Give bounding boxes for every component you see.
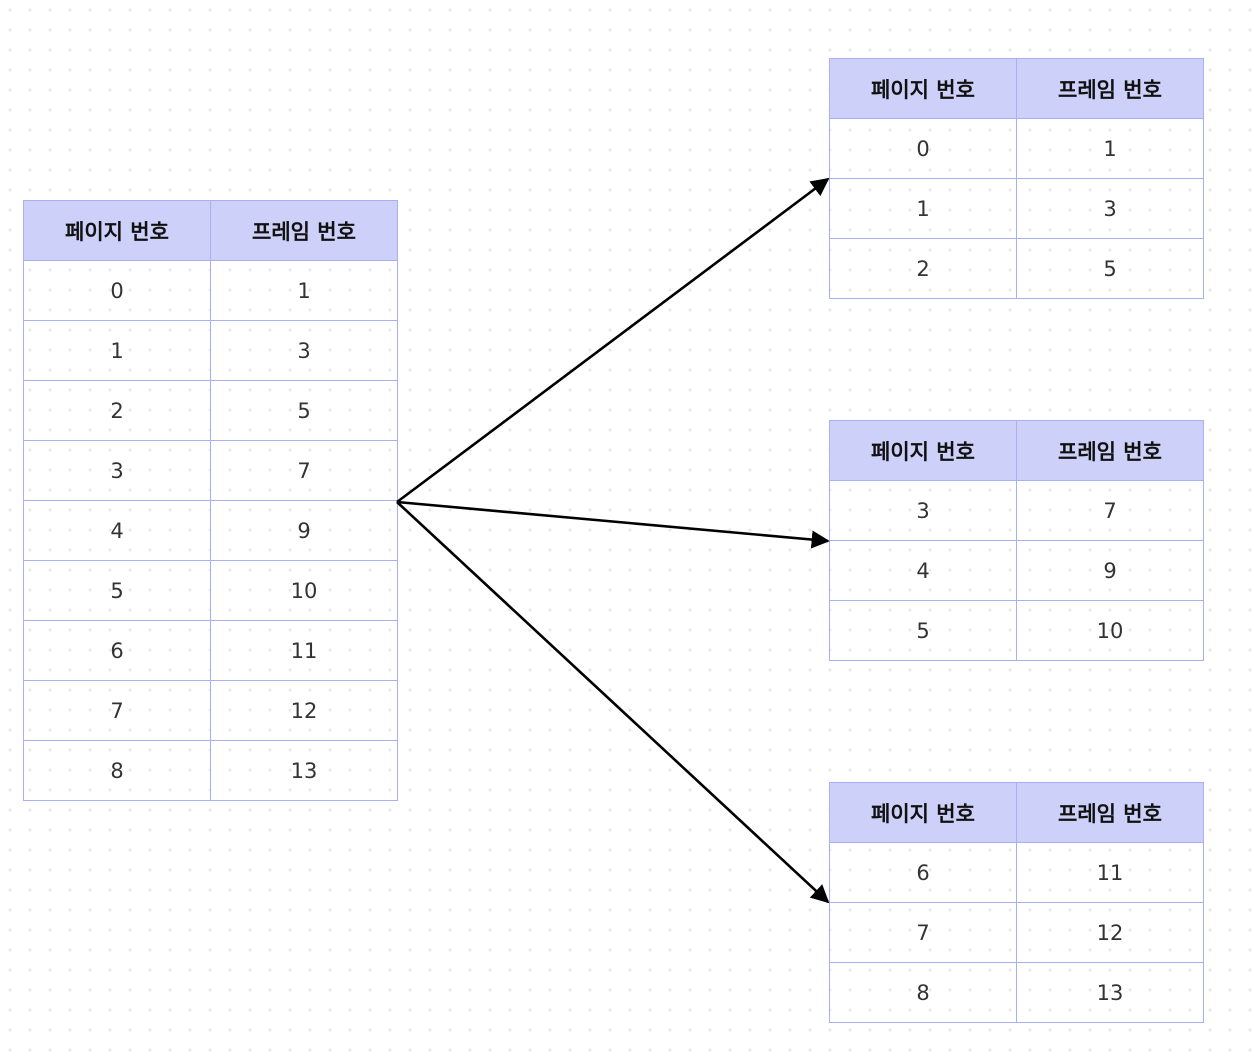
page-number-cell: 0 bbox=[829, 118, 1017, 179]
table-header-row: 페이지 번호 프레임 번호 bbox=[23, 200, 398, 261]
page-number-header: 페이지 번호 bbox=[829, 420, 1017, 481]
page-number-cell: 5 bbox=[829, 600, 1017, 661]
frame-number-header: 프레임 번호 bbox=[210, 200, 398, 261]
page-number-cell: 8 bbox=[23, 740, 211, 801]
table-header-row: 페이지 번호 프레임 번호 bbox=[829, 58, 1204, 119]
page-number-cell: 2 bbox=[829, 238, 1017, 299]
arrow-to-part-3 bbox=[396, 501, 830, 904]
arrow-to-part-1 bbox=[396, 177, 830, 504]
frame-number-cell: 12 bbox=[1016, 902, 1204, 963]
frame-number-cell: 13 bbox=[1016, 962, 1204, 1023]
page-number-cell: 3 bbox=[23, 440, 211, 501]
frame-number-cell: 5 bbox=[210, 380, 398, 441]
frame-number-cell: 10 bbox=[1016, 600, 1204, 661]
page-number-cell: 5 bbox=[23, 560, 211, 621]
page-number-header: 페이지 번호 bbox=[23, 200, 211, 261]
page-number-header: 페이지 번호 bbox=[829, 782, 1017, 843]
page-number-cell: 8 bbox=[829, 962, 1017, 1023]
frame-number-cell: 11 bbox=[210, 620, 398, 681]
page-number-cell: 3 bbox=[829, 480, 1017, 541]
arrow-to-part-2 bbox=[396, 500, 830, 549]
table-header-row: 페이지 번호 프레임 번호 bbox=[829, 420, 1204, 481]
page-number-cell: 1 bbox=[23, 320, 211, 381]
frame-number-cell: 11 bbox=[1016, 842, 1204, 903]
page-number-cell: 7 bbox=[23, 680, 211, 741]
page-number-cell: 4 bbox=[829, 540, 1017, 601]
frame-number-cell: 9 bbox=[1016, 540, 1204, 601]
page-number-cell: 4 bbox=[23, 500, 211, 561]
frame-number-cell: 12 bbox=[210, 680, 398, 741]
frame-number-cell: 1 bbox=[1016, 118, 1204, 179]
page-number-header: 페이지 번호 bbox=[829, 58, 1017, 119]
frame-number-cell: 5 bbox=[1016, 238, 1204, 299]
frame-number-cell: 3 bbox=[210, 320, 398, 381]
page-number-cell: 1 bbox=[829, 178, 1017, 239]
frame-number-header: 프레임 번호 bbox=[1016, 58, 1204, 119]
frame-number-cell: 13 bbox=[210, 740, 398, 801]
frame-number-cell: 1 bbox=[210, 260, 398, 321]
page-number-cell: 6 bbox=[829, 842, 1017, 903]
page-number-cell: 7 bbox=[829, 902, 1017, 963]
frame-number-cell: 3 bbox=[1016, 178, 1204, 239]
frame-number-header: 프레임 번호 bbox=[1016, 420, 1204, 481]
frame-number-cell: 9 bbox=[210, 500, 398, 561]
